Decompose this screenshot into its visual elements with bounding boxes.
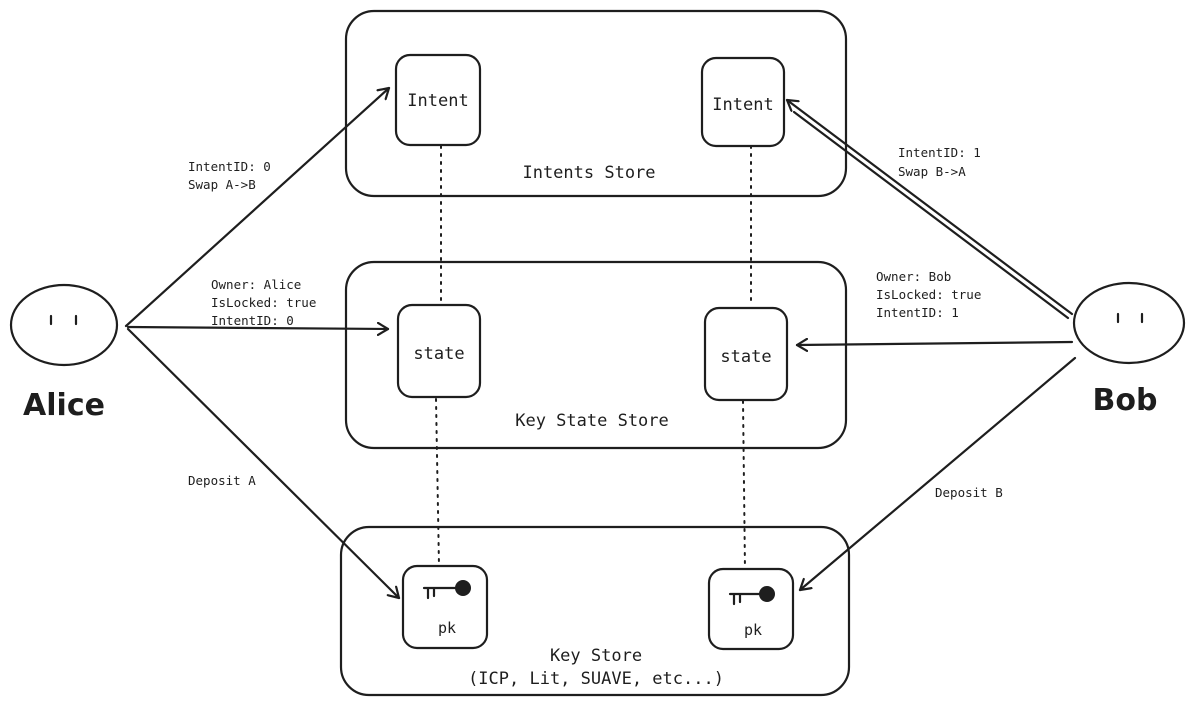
svg-text:IsLocked: true: IsLocked: true <box>876 287 981 302</box>
state-node-left-label: state <box>413 344 464 364</box>
key-store: Key Store (ICP, Lit, SUAVE, etc...) <box>339 525 851 697</box>
key-state-store: Key State Store <box>344 260 848 450</box>
alice-name: Alice <box>23 388 105 423</box>
svg-text:Owner: Bob: Owner: Bob <box>876 269 951 284</box>
intent-node-left-label: Intent <box>407 91 468 111</box>
arrow-alice-to-pk <box>126 327 401 600</box>
intents-store: Intents Store <box>344 9 848 198</box>
bob-actor: Bob <box>1072 281 1186 418</box>
bob-face <box>1072 281 1186 365</box>
pk-node-right: pk <box>707 567 795 651</box>
state-node-right-label: state <box>720 347 771 367</box>
pk-node-left: pk <box>401 564 489 650</box>
state-node-left: state <box>396 303 482 399</box>
pk-node-left-label: pk <box>438 619 456 637</box>
key-store-label-line2: (ICP, Lit, SUAVE, etc...) <box>468 669 724 689</box>
arrow-bob-to-pk <box>798 356 1077 592</box>
svg-text:Swap B->A: Swap B->A <box>898 164 966 179</box>
edge-label-alice-state: Owner: Alice IsLocked: true IntentID: 0 <box>211 277 316 328</box>
alice-face <box>9 283 119 367</box>
intent-node-right: Intent <box>700 56 786 148</box>
edge-label-bob-state: Owner: Bob IsLocked: true IntentID: 1 <box>876 269 981 320</box>
key-state-store-label: Key State Store <box>515 411 669 431</box>
intent-node-right-label: Intent <box>712 95 773 115</box>
svg-text:Deposit A: Deposit A <box>188 473 256 488</box>
svg-text:Deposit B: Deposit B <box>935 485 1003 500</box>
alice-actor: Alice <box>9 283 119 423</box>
key-icon <box>728 586 775 606</box>
edge-label-bob-intent: IntentID: 1 Swap B->A <box>898 145 981 179</box>
edge-label-alice-deposit: Deposit A <box>188 473 256 488</box>
arrow-bob-to-intent <box>785 98 1074 316</box>
arrow-alice-to-intent <box>124 86 391 328</box>
svg-text:IntentID: 0: IntentID: 0 <box>188 159 271 174</box>
arrow-alice-to-state <box>126 327 390 329</box>
arrow-bob-to-state <box>795 342 1074 345</box>
svg-text:Owner: Alice: Owner: Alice <box>211 277 301 292</box>
svg-text:Swap A->B: Swap A->B <box>188 177 256 192</box>
intents-store-label: Intents Store <box>522 163 655 183</box>
pk-node-right-label: pk <box>744 621 762 639</box>
dotted-connectors <box>435 145 752 571</box>
key-icon <box>422 580 471 600</box>
svg-text:IntentID: 1: IntentID: 1 <box>876 305 959 320</box>
key-store-label-line1: Key Store <box>550 646 642 666</box>
intent-node-left: Intent <box>394 53 482 147</box>
svg-text:IsLocked: true: IsLocked: true <box>211 295 316 310</box>
bob-name: Bob <box>1093 383 1158 418</box>
svg-text:IntentID: 0: IntentID: 0 <box>211 313 294 328</box>
svg-text:IntentID: 1: IntentID: 1 <box>898 145 981 160</box>
state-node-right: state <box>703 306 789 402</box>
arrows <box>124 86 1077 600</box>
edge-label-alice-intent: IntentID: 0 Swap A->B <box>188 159 271 192</box>
edge-label-bob-deposit: Deposit B <box>935 485 1003 500</box>
